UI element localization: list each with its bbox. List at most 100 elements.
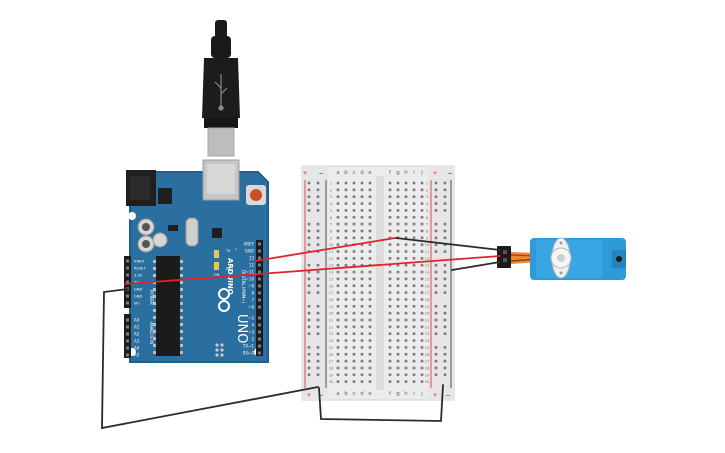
- breadboard-hole[interactable]: [352, 188, 356, 192]
- breadboard-hole[interactable]: [388, 215, 392, 219]
- breadboard-hole[interactable]: [396, 257, 400, 260]
- breadboard-hole[interactable]: [388, 236, 392, 240]
- breadboard-hole[interactable]: [404, 195, 408, 198]
- rail-hole[interactable]: [307, 263, 311, 267]
- breadboard-hole[interactable]: [336, 215, 340, 219]
- breadboard-hole[interactable]: [388, 202, 392, 205]
- rail-hole[interactable]: [316, 195, 320, 198]
- rail-hole[interactable]: [443, 236, 447, 240]
- breadboard-hole[interactable]: [412, 229, 416, 233]
- rail-hole[interactable]: [307, 222, 311, 226]
- breadboard-hole[interactable]: [336, 263, 340, 267]
- analog-pin[interactable]: [126, 332, 129, 336]
- breadboard-hole[interactable]: [360, 202, 364, 205]
- breadboard-hole[interactable]: [344, 257, 348, 260]
- power-pin[interactable]: [126, 266, 129, 270]
- digital-pin[interactable]: [258, 249, 261, 253]
- breadboard-hole[interactable]: [396, 270, 400, 274]
- breadboard-hole[interactable]: [396, 359, 400, 363]
- breadboard-hole[interactable]: [352, 257, 356, 260]
- breadboard-hole[interactable]: [396, 229, 400, 233]
- breadboard-hole[interactable]: [352, 263, 356, 267]
- breadboard-hole[interactable]: [420, 209, 424, 212]
- breadboard-hole[interactable]: [368, 236, 372, 240]
- breadboard-hole[interactable]: [360, 250, 364, 253]
- breadboard-hole[interactable]: [412, 318, 416, 322]
- breadboard-hole[interactable]: [336, 352, 340, 356]
- breadboard-hole[interactable]: [344, 277, 348, 281]
- rail-hole[interactable]: [316, 263, 320, 267]
- breadboard-hole[interactable]: [404, 215, 408, 219]
- breadboard-hole[interactable]: [360, 298, 364, 301]
- breadboard-hole[interactable]: [420, 263, 424, 267]
- breadboard-hole[interactable]: [344, 188, 348, 192]
- breadboard-hole[interactable]: [368, 202, 372, 205]
- breadboard-hole[interactable]: [344, 305, 348, 308]
- rail-hole[interactable]: [443, 346, 447, 349]
- breadboard-hole[interactable]: [388, 332, 392, 335]
- breadboard-hole[interactable]: [352, 209, 356, 212]
- breadboard-hole[interactable]: [368, 366, 372, 370]
- digital-pin[interactable]: [258, 305, 261, 309]
- rail-hole[interactable]: [316, 209, 320, 212]
- rail-hole[interactable]: [434, 229, 438, 233]
- breadboard-hole[interactable]: [420, 332, 424, 335]
- breadboard-hole[interactable]: [388, 284, 392, 288]
- breadboard-hole[interactable]: [396, 366, 400, 370]
- breadboard-hole[interactable]: [412, 188, 416, 192]
- rail-hole[interactable]: [307, 188, 311, 192]
- breadboard-hole[interactable]: [344, 263, 348, 267]
- breadboard-hole[interactable]: [420, 229, 424, 233]
- rail-hole[interactable]: [316, 291, 320, 294]
- rail-hole[interactable]: [307, 332, 311, 335]
- breadboard-hole[interactable]: [404, 366, 408, 370]
- rail-hole[interactable]: [434, 318, 438, 322]
- analog-pin[interactable]: [126, 325, 129, 329]
- breadboard-hole[interactable]: [344, 284, 348, 288]
- breadboard-hole[interactable]: [388, 277, 392, 281]
- rail-hole[interactable]: [443, 195, 447, 198]
- rail-hole[interactable]: [307, 181, 311, 185]
- rail-hole[interactable]: [443, 284, 447, 288]
- breadboard-hole[interactable]: [412, 366, 416, 370]
- breadboard-hole[interactable]: [404, 270, 408, 274]
- rail-hole[interactable]: [443, 373, 447, 377]
- breadboard-hole[interactable]: [368, 346, 372, 349]
- breadboard-hole[interactable]: [360, 366, 364, 370]
- breadboard-hole[interactable]: [412, 305, 416, 308]
- breadboard-hole[interactable]: [360, 352, 364, 356]
- rail-hole[interactable]: [434, 291, 438, 294]
- digital-pin[interactable]: [258, 263, 261, 267]
- red-wire-5v-to-servo[interactable]: [124, 255, 501, 285]
- breadboard-hole[interactable]: [396, 277, 400, 281]
- rail-hole[interactable]: [434, 181, 438, 185]
- breadboard-hole[interactable]: [388, 181, 392, 185]
- breadboard-hole[interactable]: [396, 222, 400, 226]
- breadboard-hole[interactable]: [420, 222, 424, 226]
- breadboard-hole[interactable]: [420, 373, 424, 377]
- analog-pin[interactable]: [126, 318, 129, 322]
- breadboard-hole[interactable]: [388, 311, 392, 315]
- rail-hole[interactable]: [316, 359, 320, 363]
- rail-hole[interactable]: [307, 202, 311, 205]
- breadboard-hole[interactable]: [388, 195, 392, 198]
- breadboard-hole[interactable]: [360, 325, 364, 329]
- breadboard-hole[interactable]: [344, 291, 348, 294]
- breadboard-hole[interactable]: [404, 291, 408, 294]
- rail-hole[interactable]: [316, 202, 320, 205]
- breadboard-hole[interactable]: [360, 222, 364, 226]
- digital-pin[interactable]: [258, 337, 261, 341]
- breadboard-hole[interactable]: [368, 359, 372, 363]
- rail-hole[interactable]: [443, 270, 447, 274]
- breadboard-hole[interactable]: [336, 325, 340, 329]
- breadboard-hole[interactable]: [420, 277, 424, 281]
- breadboard-hole[interactable]: [344, 359, 348, 363]
- breadboard-hole[interactable]: [360, 188, 364, 192]
- breadboard-hole[interactable]: [360, 311, 364, 315]
- breadboard-hole[interactable]: [368, 222, 372, 226]
- rail-hole[interactable]: [316, 373, 320, 377]
- breadboard-hole[interactable]: [396, 209, 400, 212]
- black-wire-servo-signal[interactable]: [395, 237, 501, 251]
- rail-hole[interactable]: [443, 305, 447, 308]
- breadboard-hole[interactable]: [420, 325, 424, 329]
